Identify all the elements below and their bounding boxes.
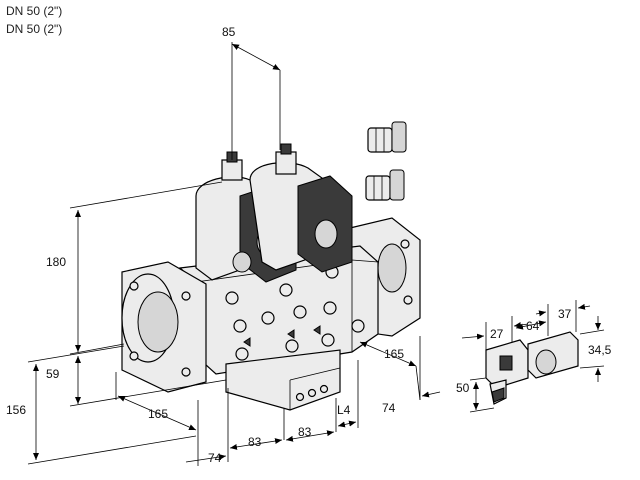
dim-solenoid-cap: 37 bbox=[558, 307, 572, 321]
dim-solenoid-width: 27 bbox=[490, 327, 504, 341]
actuator-right bbox=[249, 143, 353, 273]
dim-flange-left-depth: 165 bbox=[148, 407, 168, 421]
dim-offset-left: 74 bbox=[208, 451, 222, 465]
left-flange bbox=[121, 261, 207, 393]
dim-l4: L4 bbox=[337, 403, 351, 417]
dim-height-lower: 59 bbox=[46, 367, 60, 381]
dim-solenoid-depth: 34,5 bbox=[588, 343, 612, 357]
dim-solenoid-height: 50 bbox=[456, 381, 470, 395]
dim-flange-right-depth: 165 bbox=[384, 347, 404, 361]
cable-gland-lower bbox=[365, 169, 405, 201]
solenoid-detail bbox=[485, 331, 579, 405]
dim-pitch-1: 83 bbox=[248, 435, 262, 449]
header-line-2: DN 50 (2") bbox=[6, 22, 63, 36]
header-line-1: DN 50 (2") bbox=[6, 4, 63, 18]
dim-offset-right: 74 bbox=[382, 401, 396, 415]
dim-solenoid-length: 64 bbox=[526, 319, 540, 333]
cable-gland-upper bbox=[367, 121, 407, 153]
dim-height-total: 180 bbox=[46, 255, 66, 269]
dim-top-spacing: 85 bbox=[222, 25, 236, 39]
dim-pitch-2: 83 bbox=[298, 425, 312, 439]
valve-assembly bbox=[121, 121, 421, 411]
dimension-labels: 85 180 59 156 165 74 83 83 L4 165 74 27 … bbox=[6, 25, 612, 465]
dim-height-base: 156 bbox=[6, 403, 26, 417]
pressure-box bbox=[225, 349, 341, 411]
dimension-lines bbox=[27, 42, 605, 466]
